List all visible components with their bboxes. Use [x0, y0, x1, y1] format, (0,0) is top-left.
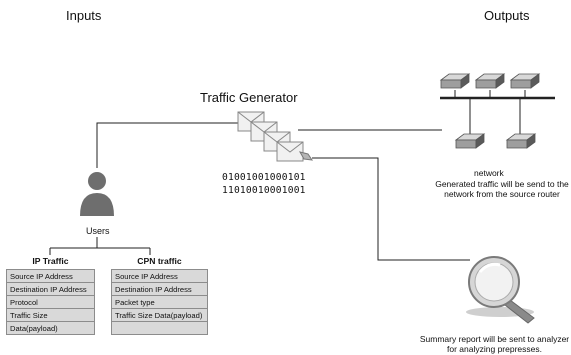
network-description: Generated traffic will be send to the ne… [435, 179, 569, 200]
table-row [111, 321, 208, 335]
generator-analyzer-link [312, 157, 470, 261]
user-icon [80, 172, 114, 216]
binary-line: 11010010001001 [222, 185, 306, 196]
cpn-traffic-title: CPN traffic [137, 256, 182, 266]
table-row: Source IP Address [111, 269, 208, 283]
network-label: network [474, 168, 504, 178]
table-row: Packet type [111, 295, 208, 309]
generator-user-link [96, 122, 238, 168]
table-row: Traffic Size Data(payload) [111, 308, 208, 322]
table-row: Destination IP Address [6, 282, 95, 296]
table-row: Protocol [6, 295, 95, 309]
table-row: Source IP Address [6, 269, 95, 283]
magnifier-icon [466, 256, 535, 324]
outputs-heading: Outputs [484, 8, 530, 23]
table-row: Traffic Size [6, 308, 95, 322]
table-row: Data(payload) [6, 321, 95, 335]
binary-line: 01001001000101 [222, 172, 306, 183]
inputs-heading: Inputs [66, 8, 102, 23]
summary-description: Summary report will be sent to analyzer … [419, 334, 570, 355]
router-icon [440, 73, 540, 149]
ip-traffic-table: IP Traffic Source IP Address Destination… [6, 256, 95, 335]
envelope-icon [237, 111, 314, 162]
cpn-traffic-table: CPN traffic Source IP Address Destinatio… [111, 256, 208, 335]
users-label: Users [86, 226, 110, 236]
generator-label: Traffic Generator [200, 90, 298, 105]
binary-stream: 01001001000101 11010010001001 [222, 171, 306, 197]
table-row: Destination IP Address [111, 282, 208, 296]
ip-traffic-title: IP Traffic [32, 256, 69, 266]
